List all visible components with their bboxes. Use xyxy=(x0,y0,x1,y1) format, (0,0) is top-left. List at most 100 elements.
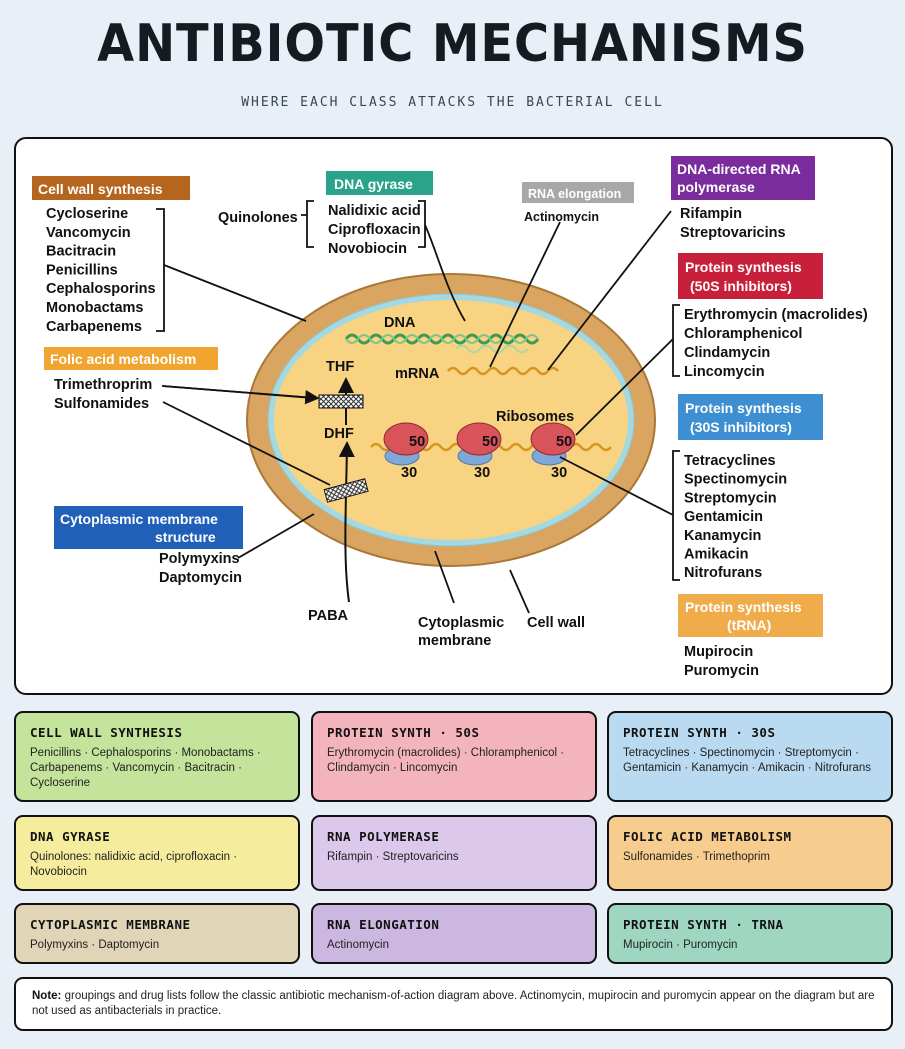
header-rna-polymerase: DNA-directed RNA polymerase xyxy=(671,156,815,200)
ribosome-30-label-1: 30 xyxy=(401,465,417,481)
trimethoprim-block xyxy=(318,394,364,409)
ribosome-50-label-1: 50 xyxy=(409,434,425,450)
card-dna-gyrase: DNA GYRASE Quinolones: nalidixic acid, ci… xyxy=(14,815,300,891)
page-title: ANTIBIOTIC MECHANISMS xyxy=(97,14,808,74)
header-protein-trna: Protein synthesis (tRNA) xyxy=(678,594,823,637)
drug-p30-3: Gentamicin xyxy=(684,509,763,525)
paba-arrow xyxy=(338,441,355,603)
cell-wall-label: Cell wall xyxy=(527,615,585,631)
drug-p30-4: Kanamycin xyxy=(684,528,761,544)
header-protein-50s: Protein synthesis (50S inhibitors) xyxy=(678,253,823,299)
svg-text:Protein synthesis: Protein synthesis xyxy=(685,400,802,416)
drug-folic-0: Trimethroprim xyxy=(54,377,152,393)
card-text: Actinomycin xyxy=(327,939,389,951)
drug-p30-2: Streptomycin xyxy=(684,490,777,506)
drug-p50-0: Erythromycin (macrolides) xyxy=(684,307,868,323)
dna-label: DNA xyxy=(384,315,416,331)
drug-p30-5: Amikacin xyxy=(684,547,748,563)
mechanism-diagram: 50 50 50 30 30 30 DNA mRNA THF DHF Ribos… xyxy=(32,156,868,679)
drug-cell-wall-6: Carbapenems xyxy=(46,319,142,335)
drug-cell-wall-0: Cycloserine xyxy=(46,206,128,222)
card-title: PROTEIN SYNTH · 30S xyxy=(623,725,776,740)
ribosomes-label: Ribosomes xyxy=(496,409,574,425)
card-title: FOLIC ACID METABOLISM xyxy=(623,829,792,844)
svg-text:Cytoplasmic membrane: Cytoplasmic membrane xyxy=(60,511,218,527)
card-text: Sulfonamides · Trimethoprim xyxy=(623,851,770,863)
drug-trna-0: Mupirocin xyxy=(684,644,753,660)
svg-text:structure: structure xyxy=(155,529,216,545)
header-rna-elongation: RNA elongation xyxy=(522,182,634,203)
card-title: CELL WALL SYNTHESIS xyxy=(30,725,183,740)
drug-dna-gyrase-2: Novobiocin xyxy=(328,241,407,257)
ribosome-50-label-3: 50 xyxy=(556,434,572,450)
card-text: Rifampin · Streptovaricins xyxy=(327,851,459,863)
svg-text:DNA-directed RNA: DNA-directed RNA xyxy=(677,161,801,177)
svg-text:Cell wall synthesis: Cell wall synthesis xyxy=(38,181,163,197)
drug-cell-wall-1: Vancomycin xyxy=(46,225,131,241)
diagram-panel: 50 50 50 30 30 30 DNA mRNA THF DHF Ribos… xyxy=(14,137,893,695)
card-title: RNA ELONGATION xyxy=(327,917,440,932)
header-protein-30s: Protein synthesis (30S inhibitors) xyxy=(678,394,823,440)
header-membrane: Cytoplasmic membrane structure xyxy=(54,506,243,549)
page-subtitle: WHERE EACH CLASS ATTACKS THE BACTERIAL C… xyxy=(241,95,664,110)
paba-label: PABA xyxy=(308,608,349,624)
card-title: PROTEIN SYNTH · TRNA xyxy=(623,917,784,932)
cytoplasmic-membrane-label-1: Cytoplasmic xyxy=(418,615,504,631)
header-cell-wall: Cell wall synthesis xyxy=(32,176,190,200)
svg-text:RNA elongation: RNA elongation xyxy=(528,187,621,201)
dna-branch xyxy=(455,344,529,354)
card-rna-elongation: RNA ELONGATION Actinomycin xyxy=(311,903,597,964)
ribosome-30-label-2: 30 xyxy=(474,465,490,481)
svg-text:polymerase: polymerase xyxy=(677,179,755,195)
card-text: Quinolones: nalidixic acid, ciprofloxaci… xyxy=(30,851,238,878)
svg-text:Folic acid metabolism: Folic acid metabolism xyxy=(50,351,196,367)
card-text: Penicillins · Cephalosporins · Monobacta… xyxy=(30,747,261,789)
ribosome-30-label-3: 30 xyxy=(551,465,567,481)
drug-p30-6: Nitrofurans xyxy=(684,565,762,581)
cytoplasmic-membrane-label-2: membrane xyxy=(418,633,491,649)
dhf-label: DHF xyxy=(324,426,354,442)
card-title: DNA GYRASE xyxy=(30,829,111,844)
mrna-strand xyxy=(447,366,559,376)
drug-membrane-0: Polymyxins xyxy=(159,551,240,567)
mrna-label: mRNA xyxy=(395,366,440,382)
drug-rna-polymerase-1: Streptovaricins xyxy=(680,225,786,241)
drug-rna-elongation-0: Actinomycin xyxy=(524,210,599,224)
drug-p50-2: Clindamycin xyxy=(684,345,770,361)
note-label: Note: xyxy=(32,990,62,1002)
sulfonamide-block xyxy=(323,478,369,503)
svg-text:Protein synthesis: Protein synthesis xyxy=(685,599,802,615)
card-text: Mupirocin · Puromycin xyxy=(623,939,738,951)
ribosome-1 xyxy=(383,422,429,466)
drug-cell-wall-5: Monobactams xyxy=(46,300,144,316)
drug-rna-polymerase-0: Rifampin xyxy=(680,206,742,222)
ribosome-3 xyxy=(530,422,576,466)
card-folic-acid-metabolism: FOLIC ACID METABOLISM Sulfonamides · Trim… xyxy=(607,815,893,891)
ribosome-2 xyxy=(456,422,502,466)
note-text: groupings and drug lists follow the clas… xyxy=(32,990,875,1017)
card-title: PROTEIN SYNTH · 50S xyxy=(327,725,480,740)
drug-folic-1: Sulfonamides xyxy=(54,396,149,412)
trimethoprim-arrow xyxy=(161,385,320,405)
thf-label: THF xyxy=(326,359,354,375)
footnote: Note: groupings and drug lists follow th… xyxy=(14,977,893,1031)
drug-membrane-1: Daptomycin xyxy=(159,570,242,586)
drug-dna-gyrase-0: Nalidixic acid xyxy=(328,203,421,219)
card-title: CYTOPLASMIC MEMBRANE xyxy=(30,917,191,932)
ribosome-50-label-2: 50 xyxy=(482,434,498,450)
drug-cell-wall-4: Cephalosporins xyxy=(46,281,156,297)
card-cell-wall-synthesis: CELL WALL SYNTHESIS Penicillins · Cephalo… xyxy=(14,711,300,802)
drug-p30-0: Tetracyclines xyxy=(684,453,776,469)
drug-p30-1: Spectinomycin xyxy=(684,472,787,488)
header-folic-acid: Folic acid metabolism xyxy=(44,347,218,370)
drug-cell-wall-2: Bacitracin xyxy=(46,244,116,260)
drug-cell-wall-3: Penicillins xyxy=(46,262,118,278)
svg-text:(tRNA): (tRNA) xyxy=(727,617,771,633)
drug-trna-1: Puromycin xyxy=(684,663,759,679)
svg-text:Protein synthesis: Protein synthesis xyxy=(685,259,802,275)
drug-lists: CycloserineVancomycinBacitracinPenicilli… xyxy=(46,203,868,679)
